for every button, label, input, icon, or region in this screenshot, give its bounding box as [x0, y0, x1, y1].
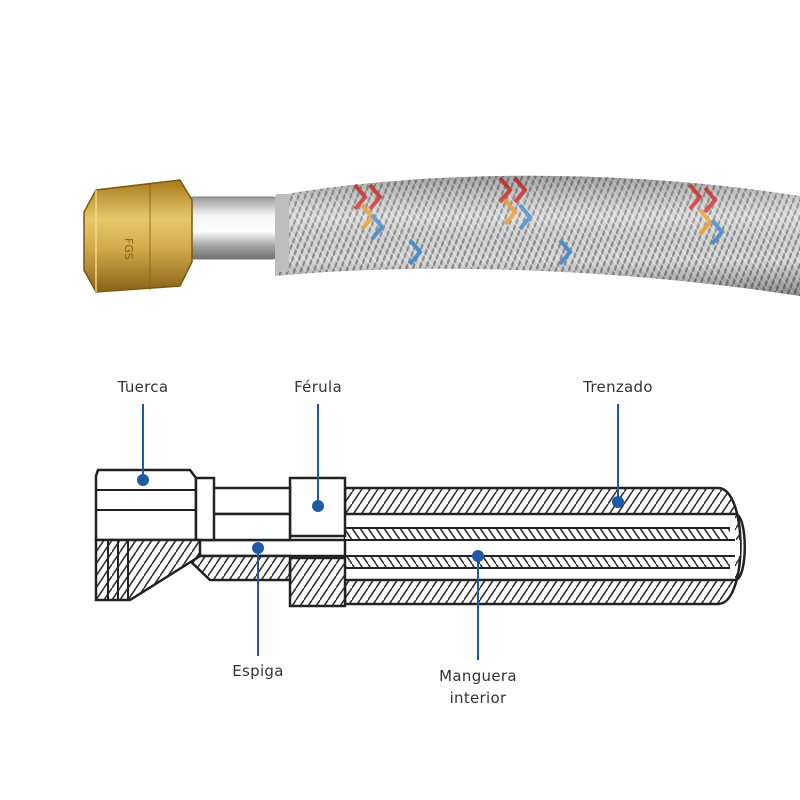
label-trenzado: Trenzado: [583, 378, 653, 396]
nut-diagram: [94, 468, 216, 602]
label-manguera-interior: Manguera interior: [439, 665, 517, 709]
label-tuerca: Tuerca: [117, 378, 169, 396]
brass-nut-photo: FGS: [83, 179, 193, 293]
braided-hose: [275, 175, 800, 296]
espiga-dot: [252, 542, 264, 554]
ferula-dot: [312, 500, 324, 512]
nut-engraving: FGS: [122, 238, 135, 260]
nut-thread-lines: [107, 540, 129, 600]
label-ferula: Férula: [294, 378, 342, 396]
ferrule-diagram: [288, 476, 347, 608]
hose-photo: FGS: [83, 175, 800, 296]
ferrule-photo: [187, 194, 289, 272]
callouts: [142, 404, 619, 660]
tuerca-dot: [137, 474, 149, 486]
trenzado-dot: [612, 496, 624, 508]
manguera-dot: [472, 550, 484, 562]
spigot-diagram: [181, 486, 347, 582]
label-manguera-line1: Manguera: [439, 667, 517, 685]
braid-diagram: [300, 486, 746, 606]
label-manguera-line2: interior: [449, 689, 507, 707]
label-espiga: Espiga: [232, 662, 284, 680]
callout-dots: [137, 474, 624, 562]
